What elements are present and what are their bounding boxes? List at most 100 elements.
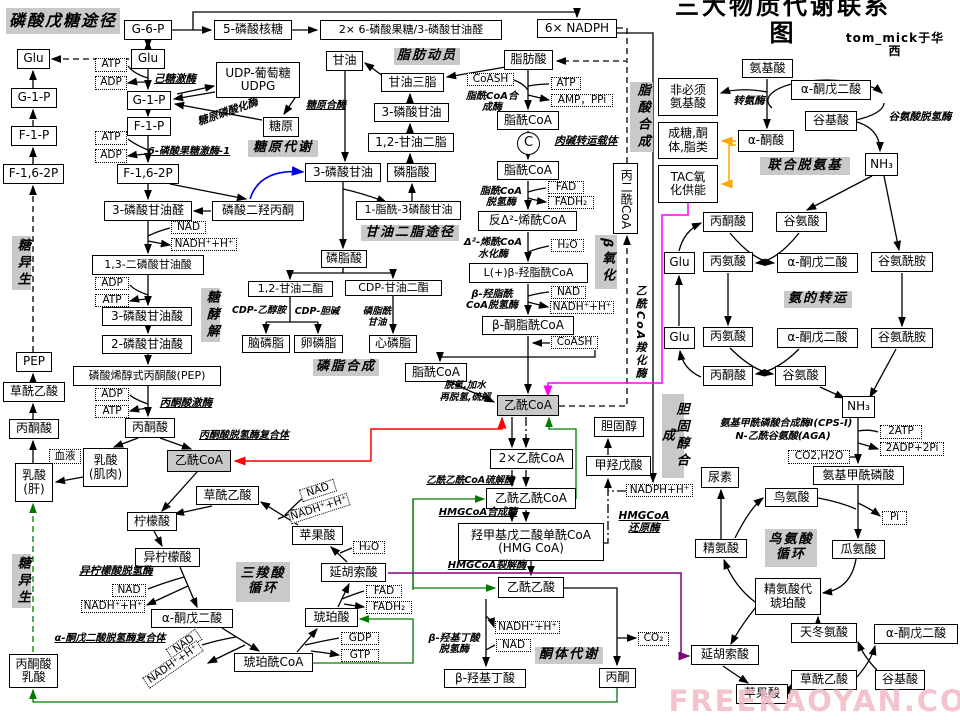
- node-oaa-tca: 草酰乙酸: [196, 486, 259, 505]
- node-atp-hk: ATP: [95, 58, 127, 72]
- node-tg: 甘油三脂: [381, 73, 444, 92]
- node-gap: 3-磷酸甘油醛: [104, 201, 192, 221]
- node-ala-r2: 丙氨酸: [703, 327, 753, 347]
- edge-citrate-isocitrate: [153, 530, 163, 548]
- node-akgdh: α-酮戊二酸脱氢酶复合体: [54, 633, 166, 645]
- node-hmgl: HMGCoA裂解酶: [447, 559, 527, 571]
- node-pk: 丙酮酸激酶: [159, 396, 213, 409]
- node-carnitine-circle: C: [517, 132, 540, 155]
- node-bpg: 1,3-二磷酸甘油酸: [92, 255, 204, 275]
- node-acylcoa3: 脂酰CoA: [405, 363, 467, 382]
- node-ala-r1: 丙氨酸: [703, 252, 753, 272]
- node-glu-box2: Glu: [664, 327, 695, 349]
- node-enoyl-hydratase: Δ²-烯酰CoA 水化酶: [463, 237, 523, 260]
- node-bhbd: β-羟基丁酸 脱氢酶: [428, 632, 480, 655]
- node-glu-box1: Glu: [664, 252, 695, 274]
- node-hmgr: HMGCoA 还原酶: [618, 509, 670, 534]
- node-transaminase: 转氨酶: [733, 95, 765, 108]
- node-f162p-center: F-1,6-2P: [117, 164, 179, 184]
- node-nadph-chol: NADPH+H⁺: [626, 484, 693, 497]
- node-beta-ox: β氧化: [595, 235, 617, 289]
- edge-acac-acetone: [564, 587, 621, 667]
- node-cdp-etn: CDP-乙醇胺: [231, 305, 287, 317]
- node-nadh-gap: NADH⁺+H⁺: [171, 238, 237, 251]
- node-carnitine: 肉碱转运载体: [554, 135, 618, 148]
- edge-tg-glycerol: [363, 62, 384, 77]
- node-amp-ppi: AMP，PPi: [551, 94, 613, 107]
- node-pa-top: 磷脂酸: [387, 163, 436, 182]
- edge-acetone-pyr-green: [29, 688, 618, 703]
- edge-cof: [857, 429, 879, 433]
- edge-cof: [341, 590, 365, 600]
- node-nh3-top: NH₃: [865, 153, 898, 176]
- node-fumarate-urea: 延胡索酸: [691, 645, 759, 665]
- node-urea: 尿素: [701, 467, 739, 488]
- node-pyr-r2: 丙酮酸: [703, 366, 753, 386]
- node-acylcoa2: 脂酰CoA: [497, 161, 559, 180]
- node-ketone-met: 酮体代谢: [535, 647, 603, 664]
- node-pa-center: 磷脂酸: [321, 250, 367, 268]
- node-atp-fa: ATP: [551, 77, 581, 90]
- edge-cof: [128, 295, 149, 303]
- node-fumarate-tca: 延胡索酸: [321, 563, 386, 582]
- node-sugar-ketone: 成糖,酮 体,脂类: [658, 122, 718, 159]
- node-lecithin: 卵磷脂: [294, 335, 343, 353]
- edge-cof: [304, 637, 340, 646]
- node-malate-tca: 苹果酸: [292, 526, 343, 545]
- node-dag-path: 甘油二脂途径: [361, 225, 459, 241]
- edge-cof: [527, 187, 547, 193]
- node-chol-syn: 胆固醇合成: [659, 394, 689, 478]
- node-glycerol: 甘油: [326, 51, 363, 71]
- edge-cof: [147, 576, 185, 590]
- node-fad-sdh: FAD: [366, 585, 402, 598]
- edge-oaa-citrate: [173, 505, 213, 516]
- edge-succ-fum: [337, 582, 350, 608]
- edge-cof: [527, 245, 550, 253]
- node-f1p-left: F-1-P: [11, 126, 57, 146]
- edge-aacoa-hub-green: [545, 416, 577, 499]
- node-tac: TAC氧 化供能: [658, 165, 718, 203]
- node-fad-box: FAD: [548, 181, 584, 194]
- edge-cof: [129, 284, 149, 296]
- edge-coash-line: [513, 79, 529, 91]
- edge-cof: [527, 94, 551, 102]
- edge-nh3-gln: [883, 175, 902, 252]
- node-glutamate-br: 谷基酸: [875, 670, 925, 690]
- edge-gdh-nh3: [856, 121, 884, 153]
- edge-fum-mal: [722, 665, 750, 684]
- node-deh-label: 脱氢,加水: [444, 380, 486, 392]
- node-bhb: β-羟基丁酸: [444, 669, 526, 688]
- node-isocitrate: 异柠檬酸: [135, 548, 200, 567]
- node-adp2: 2ADP+2Pi: [880, 442, 944, 456]
- node-urea-cycle: 鸟氨酸 循环: [765, 529, 817, 567]
- node-acetylcoa-hub: 乙酰CoA: [497, 395, 559, 416]
- node-acyl1g3p: 1-脂酰-3磷酸甘油: [356, 201, 461, 220]
- node-ppp-label: 磷酸戊糖途径: [6, 8, 120, 34]
- node-deh-label2: 再脱氢,硫解: [439, 392, 491, 404]
- node-acylcoa-dh: 脂酰CoA 脱氢酶: [480, 185, 522, 208]
- node-non-ess: 非必须 氨基酸: [658, 78, 718, 116]
- node-pep-left: PEP: [16, 352, 52, 372]
- node-nad-box: NAD: [551, 286, 586, 299]
- edge-succoa-succ: [296, 628, 318, 653]
- node-cardiolipin: 心磷脂: [369, 335, 417, 353]
- node-cdp-dag: CDP-甘油二酯: [345, 280, 442, 296]
- node-h2o-box: H₂O: [551, 239, 584, 252]
- node-nadh-kb: NADH⁺+H⁺: [495, 621, 560, 634]
- edge-g1p-udpg: [176, 84, 216, 95]
- edge-cof: [147, 239, 172, 248]
- node-blood: 血液: [49, 449, 81, 464]
- node-malonylcoa: 丙二酰CoA: [613, 163, 638, 234]
- edge-cof: [527, 301, 550, 309]
- node-coash2: CoASH: [551, 336, 598, 349]
- node-citrulline: 瓜氨酸: [832, 540, 885, 559]
- edge-as-arg: [723, 558, 756, 603]
- node-akg-r1: α-酮戊二酸: [777, 253, 858, 273]
- node-n-transport: 氨的转运: [784, 291, 852, 308]
- node-acetoacetylcoa: 乙酰乙酰CoA: [486, 488, 576, 509]
- edge-cof: [128, 405, 149, 413]
- node-glycogen-synthase: 糖原合酶: [306, 99, 346, 111]
